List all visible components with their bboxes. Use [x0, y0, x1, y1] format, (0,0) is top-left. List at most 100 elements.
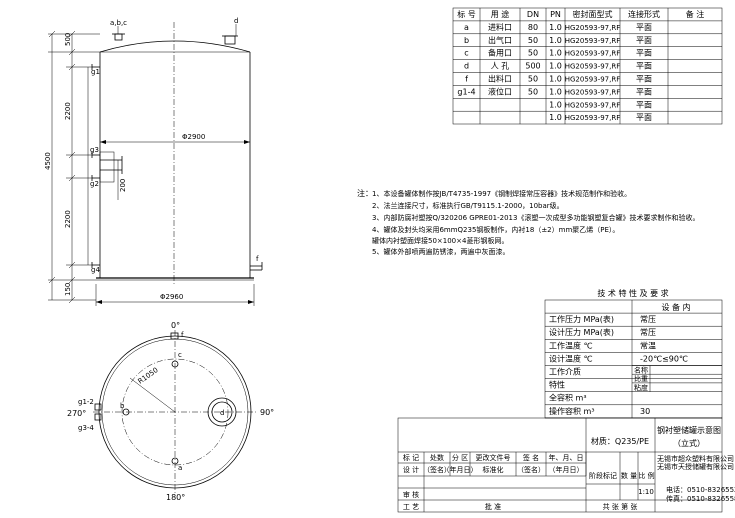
spec-medium-sub: 粘度: [634, 383, 648, 392]
nozzle-header-6: 备 注: [686, 9, 705, 19]
nozzle-table-frame: [452, 7, 723, 125]
note-line-6: 5、罐体外部喷两遍防锈漆，两遍中灰面漆。: [372, 247, 509, 256]
nozzle-cell: 500: [525, 62, 540, 71]
nozzle-cell: 1.0: [549, 62, 562, 71]
elevation-view: [48, 22, 263, 306]
label-g2: g2: [90, 180, 99, 188]
nozzle-cell: f: [465, 75, 468, 84]
manhole-d: [224, 35, 236, 45]
nozzle-cell: 平面: [636, 75, 652, 84]
angle-90: 90°: [260, 408, 274, 417]
plan-label-b: b: [120, 402, 125, 410]
nozzle-cell: 备用口: [488, 48, 512, 58]
nozzle-cell: 50: [528, 75, 538, 84]
note-line-4: 4、罐体及封头均采用6mmQ235钢板制作，内衬18（±2）mm聚乙烯（PE）。: [372, 225, 619, 234]
angle-180: 180°: [166, 493, 185, 502]
nozzle-cell: 50: [528, 87, 538, 96]
nozzle-cell: 出气口: [488, 35, 512, 45]
nozzle-cell: 1.0: [549, 87, 562, 96]
title-row2-cell: （签名）: [423, 465, 451, 474]
spec-label: 设计温度 ℃: [549, 353, 593, 363]
nozzle-cell: 1.0: [549, 75, 562, 84]
title-row2-cell: （年月日）: [443, 465, 478, 474]
radius-text: R1050: [137, 366, 160, 386]
top-head: [99, 40, 251, 53]
title-row1-cell: 处数: [430, 453, 444, 462]
title-block: 标 记处数分 区更改文件号签 名年、月、日设 计（签名）（年月日）标准化（签名）…: [397, 417, 735, 513]
plan-nozzle-b: [122, 408, 130, 416]
dim-bottom-text: 150: [64, 283, 72, 296]
dim-gauge-text: 200: [119, 179, 127, 192]
nozzle-abc: [114, 33, 123, 41]
title-company: 无锡市天授储罐有限公司: [657, 462, 734, 471]
title-row1-cell: 分 区: [452, 453, 468, 462]
nozzle-cell: 1.0: [549, 113, 562, 122]
nozzle-cell: a: [464, 23, 469, 32]
nozzle-cell: 80: [528, 23, 538, 32]
spec-label: 特性: [549, 380, 565, 390]
plan-nozzle-a: [171, 457, 179, 465]
nozzle-cell: 平面: [636, 49, 652, 58]
note-line-3: 3、内部防腐衬塑按Q/320206 GPRE01-2013《滚塑一次成型多功能钢…: [372, 213, 699, 222]
label-g4: g4: [91, 266, 100, 274]
title-company: 无锡市超众塑料有限公司: [657, 454, 734, 463]
nozzle-cell: 平面: [636, 113, 652, 122]
plan-label-c: c: [178, 351, 182, 359]
dim-upper-text: 2200: [64, 102, 72, 120]
title-scale: 1:10: [638, 488, 654, 496]
spec-medium-sub: 比重: [634, 374, 648, 383]
title-stage-label: 阶段标记: [589, 471, 617, 480]
spec-label: 工作压力 MPa(表): [549, 314, 614, 324]
title-stage-label: 比 例: [638, 471, 654, 480]
plan-view: [93, 330, 257, 494]
dim-base-text: Φ2960: [160, 293, 183, 301]
nozzle-cell: HG20593-97,RF: [565, 24, 621, 32]
nozzle-cell: 平面: [636, 87, 652, 96]
title-phone: 电话：0510-83265522: [666, 485, 735, 494]
title-stage-label: 数 量: [621, 471, 637, 480]
plan-manhole-outer: [207, 397, 237, 427]
dim-shell-text: Φ2900: [182, 133, 205, 141]
nozzle-cell: 进料口: [488, 22, 512, 32]
note-line-2: 2、法兰连接尺寸，标准执行GB/T9115.1-2000，10bar级。: [372, 201, 564, 210]
plan-gauge-34: [94, 413, 102, 421]
spec-medium-sub: 名称: [634, 366, 648, 375]
angle-0: 0°: [171, 321, 180, 330]
nozzle-cell: HG20593-97,RF: [565, 76, 621, 84]
spec-value: 30: [640, 407, 650, 416]
spec-value: 常压: [640, 328, 656, 337]
nozzle-cell: g1-4: [457, 87, 475, 96]
nozzle-cell: 1.0: [549, 36, 562, 45]
nozzle-cell: d: [464, 62, 469, 71]
spec-title: 技 术 特 性 及 要 求: [597, 288, 668, 298]
nozzle-cell: HG20593-97,RF: [565, 50, 621, 58]
nozzle-cell: 人 孔: [491, 62, 510, 71]
title-reviewer: 审 核: [403, 490, 419, 499]
notes-lead: 注：: [357, 188, 373, 198]
title-row1-cell: 更改文件号: [476, 453, 511, 462]
nozzle-cell: 平面: [636, 36, 652, 45]
dim-top-text: 500: [64, 33, 72, 46]
spec-label: 全容积 m³: [549, 393, 587, 403]
title-row2-cell: （年月日）: [549, 465, 584, 474]
spec-label: 工作温度 ℃: [549, 340, 593, 350]
title-drawing-1: 钢衬塑储罐示意图: [657, 425, 721, 435]
nozzle-header-5: 连接形式: [628, 9, 660, 19]
title-phone: 传真：0510-83265583: [666, 494, 735, 503]
nozzle-cell: 平面: [636, 100, 652, 109]
nozzle-cell: c: [464, 49, 468, 58]
plan-label-d: d: [220, 409, 224, 417]
spec-label: 工作介质: [549, 367, 581, 377]
title-sheet: 共 张 第 张: [603, 502, 638, 511]
gauge-box: [99, 151, 115, 183]
nozzle-cell: HG20593-97,RF: [565, 101, 621, 109]
title-row2-cell: 设 计: [403, 465, 419, 474]
title-material: 材质：Q235/PE: [591, 436, 649, 446]
title-approve: 批 准: [485, 502, 501, 511]
nozzle-cell: 1.0: [549, 49, 562, 58]
nozzle-cell: b: [464, 36, 469, 45]
spec-label: 操作容积 m³: [549, 406, 595, 416]
nozzle-cell: 50: [528, 36, 538, 45]
nozzle-cell: 液位口: [488, 86, 512, 96]
